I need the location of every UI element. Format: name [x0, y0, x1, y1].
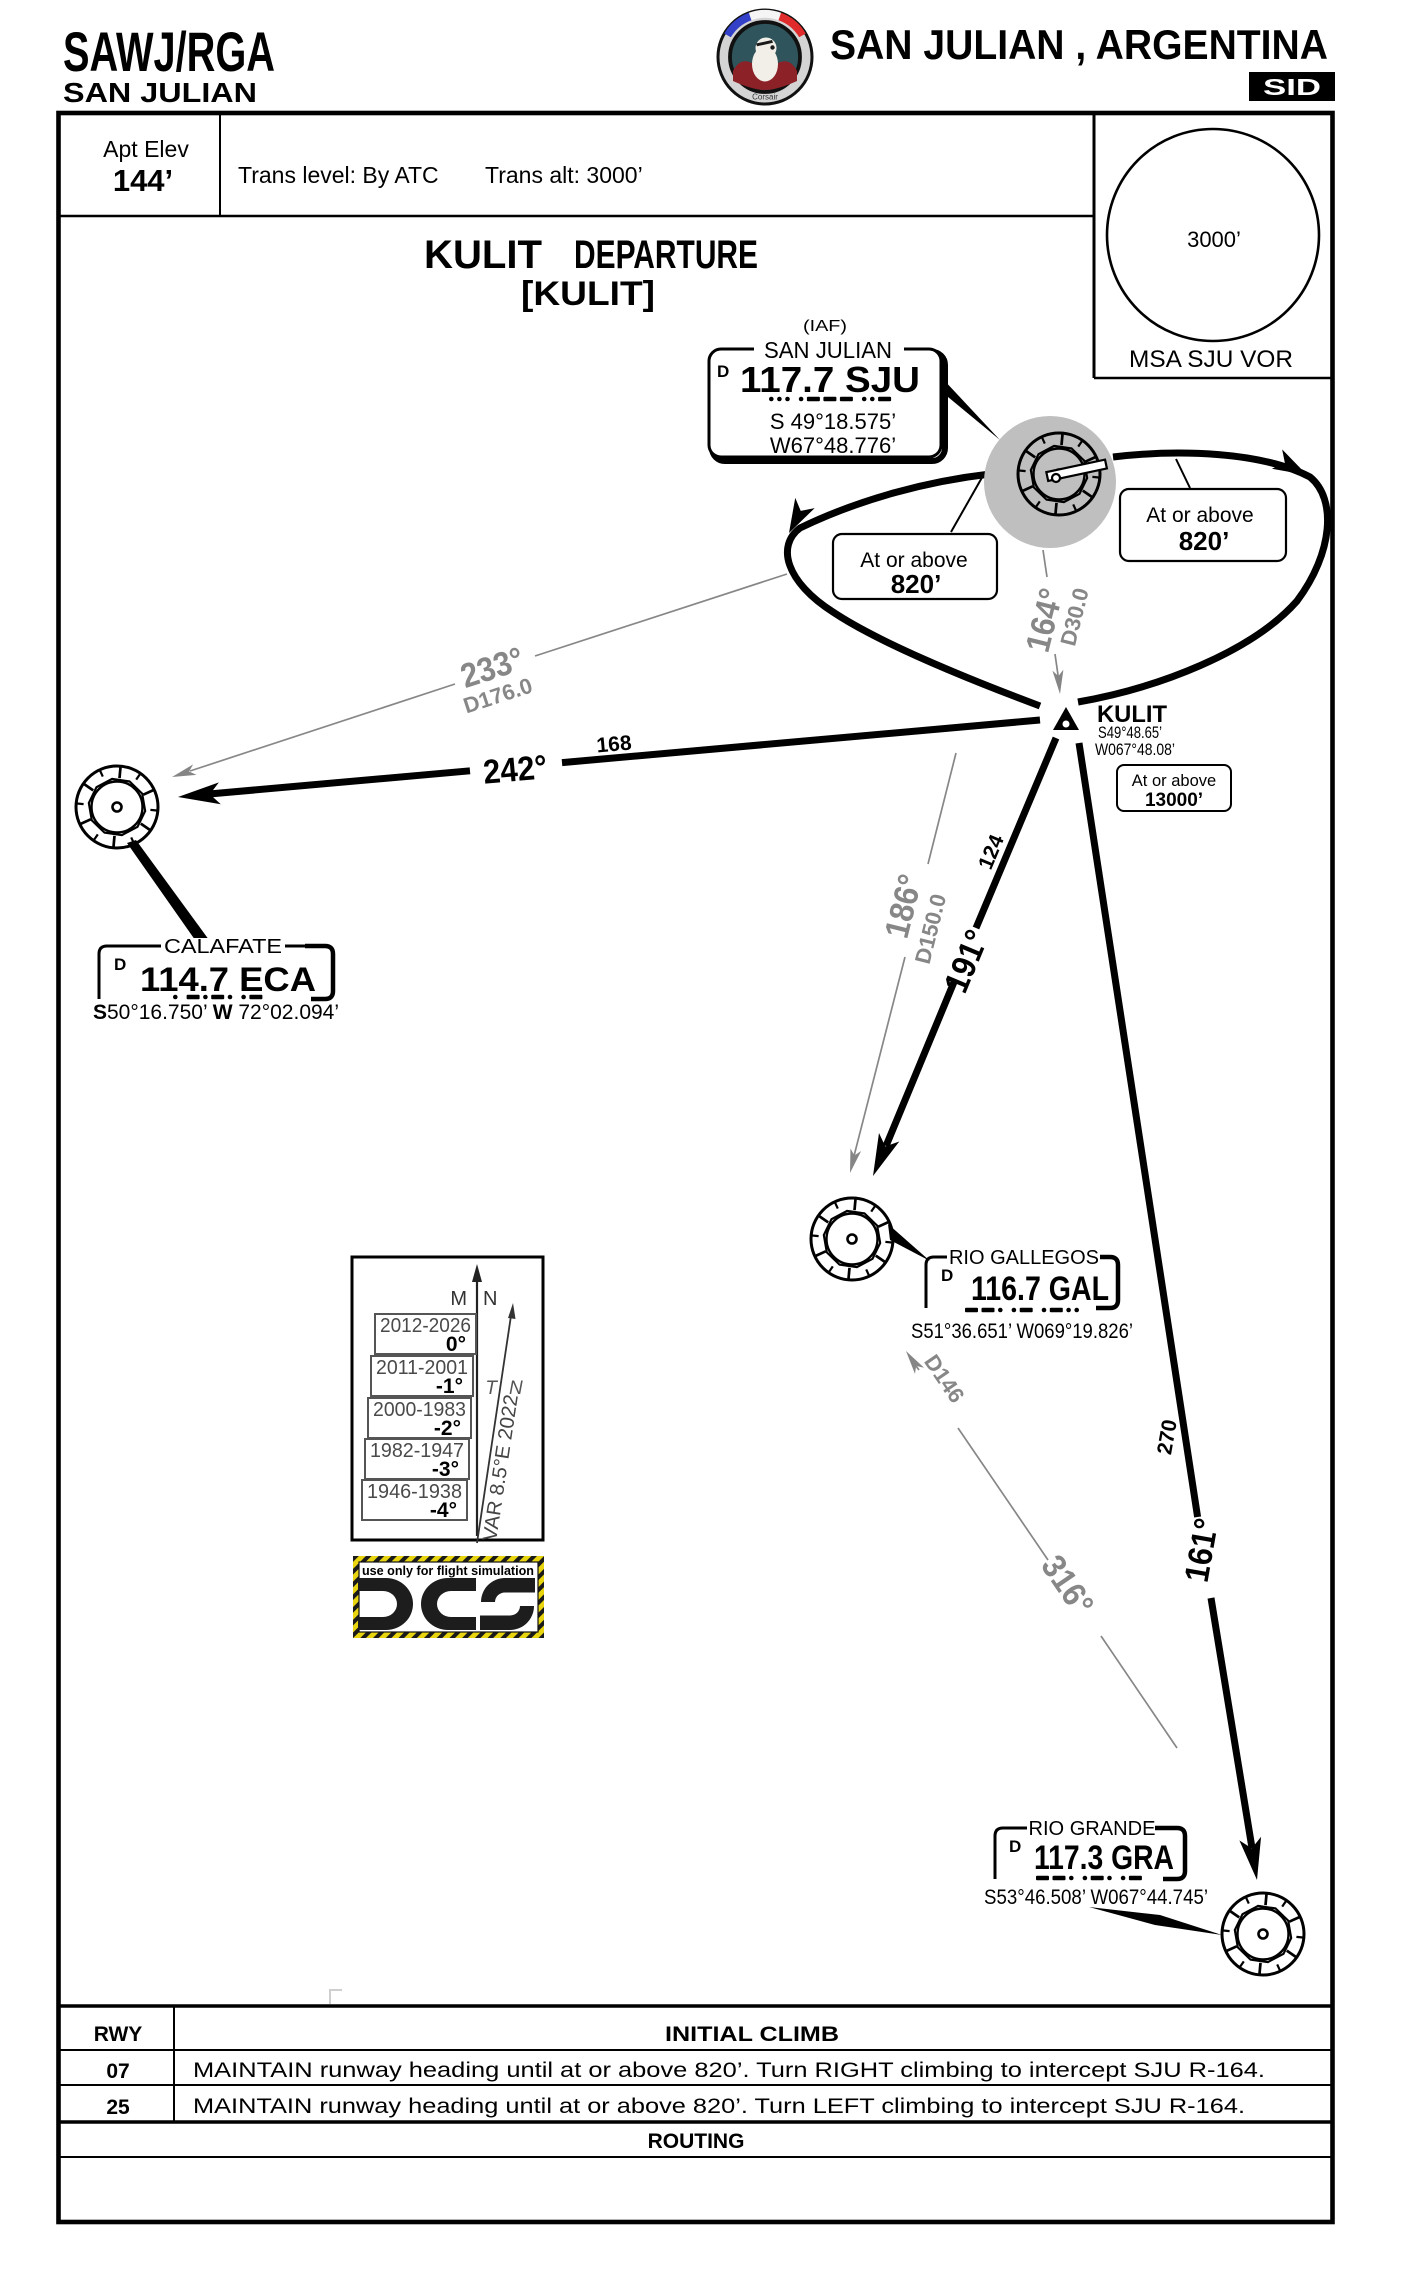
svg-text:D: D [717, 362, 729, 381]
svg-text:D146: D146 [919, 1350, 969, 1408]
svg-text:242°: 242° [482, 748, 549, 792]
svg-text:820’: 820’ [891, 569, 942, 599]
svg-text:25: 25 [106, 2096, 130, 2119]
svg-text:Trans alt: 3000’: Trans alt: 3000’ [485, 162, 643, 188]
svg-text:-4°: -4° [430, 1499, 457, 1522]
svg-text:117.7 SJU: 117.7 SJU [740, 359, 920, 400]
svg-text:SID: SID [1263, 74, 1321, 100]
svg-text:[KULIT]: [KULIT] [521, 275, 655, 313]
svg-text:07: 07 [106, 2060, 129, 2083]
svg-text:SAWJ/RGA: SAWJ/RGA [63, 20, 275, 83]
svg-text:S51°36.651’ W069°19.826’: S51°36.651’ W069°19.826’ [911, 1320, 1133, 1343]
svg-text:N: N [483, 1288, 497, 1310]
svg-text:2000-1983: 2000-1983 [373, 1399, 466, 1421]
svg-text:D: D [114, 955, 126, 974]
svg-text:RIO GRANDE: RIO GRANDE [1029, 1818, 1156, 1840]
svg-text:INITIAL CLIMB: INITIAL CLIMB [665, 2023, 839, 2046]
svg-text:3000’: 3000’ [1187, 227, 1241, 252]
svg-text:1946-1938: 1946-1938 [367, 1481, 462, 1503]
svg-text:SAN JULIAN , ARGENTINA: SAN JULIAN , ARGENTINA [830, 21, 1328, 68]
svg-text:CALAFATE: CALAFATE [164, 936, 282, 958]
svg-text:-1°: -1° [436, 1375, 463, 1398]
svg-text:-3°: -3° [432, 1458, 459, 1481]
svg-text:At or above: At or above [1146, 504, 1253, 527]
svg-text:S49°48.65’: S49°48.65’ [1098, 723, 1162, 742]
svg-text:144’: 144’ [113, 163, 173, 198]
svg-text:D: D [1009, 1837, 1021, 1856]
svg-text:S50°16.750’ W 72°02.094’: S50°16.750’ W 72°02.094’ [93, 1001, 339, 1024]
svg-text:D: D [941, 1266, 953, 1285]
svg-text:114.7 ECA: 114.7 ECA [140, 961, 316, 999]
svg-text:SAN JULIAN: SAN JULIAN [63, 77, 257, 108]
svg-text:191°: 191° [937, 925, 997, 999]
svg-text:116.7 GAL: 116.7 GAL [971, 1270, 1109, 1308]
svg-text:1982-1947: 1982-1947 [370, 1440, 464, 1462]
svg-text:RIO GALLEGOS: RIO GALLEGOS [949, 1247, 1099, 1269]
svg-text:2011-2001: 2011-2001 [376, 1357, 468, 1379]
svg-text:MAINTAIN runway heading until: MAINTAIN runway heading until at or abov… [193, 2095, 1245, 2118]
svg-text:W067°48.08’: W067°48.08’ [1095, 740, 1175, 759]
svg-text:316°: 316° [1033, 1548, 1100, 1622]
svg-text:(IAF): (IAF) [803, 318, 847, 335]
svg-text:168: 168 [596, 731, 633, 757]
svg-text:N: N [509, 1378, 523, 1399]
svg-text:MSA SJU VOR: MSA SJU VOR [1129, 346, 1293, 373]
svg-text:Trans level: By ATC: Trans level: By ATC [238, 162, 439, 188]
svg-text:ROUTING: ROUTING [648, 2130, 745, 2153]
svg-text:S53°46.508’ W067°44.745’: S53°46.508’ W067°44.745’ [984, 1886, 1208, 1909]
svg-text:820’: 820’ [1179, 526, 1230, 556]
svg-text:Apt Elev: Apt Elev [103, 136, 189, 162]
svg-text:At or above: At or above [1132, 772, 1216, 790]
svg-text:KULIT: KULIT [424, 233, 542, 277]
svg-text:W67°48.776’: W67°48.776’ [770, 433, 896, 458]
svg-text:Corsair: Corsair [752, 93, 778, 102]
svg-text:DEPARTURE: DEPARTURE [574, 233, 758, 277]
svg-text:RWY: RWY [94, 2023, 143, 2046]
svg-text:KULIT: KULIT [1097, 701, 1167, 728]
svg-text:SAN JULIAN: SAN JULIAN [764, 337, 892, 363]
svg-text:270: 270 [1153, 1418, 1182, 1457]
svg-text:13000’: 13000’ [1145, 790, 1203, 811]
svg-text:At or above: At or above [860, 549, 967, 572]
svg-text:117.3 GRA: 117.3 GRA [1034, 1839, 1174, 1877]
svg-text:S 49°18.575’: S 49°18.575’ [770, 409, 896, 434]
svg-text:-2°: -2° [434, 1417, 461, 1440]
svg-text:161°: 161° [1178, 1515, 1227, 1585]
svg-text:use only for flight simulation: use only for flight simulation [362, 1563, 534, 1578]
svg-text:2012-2026: 2012-2026 [380, 1315, 471, 1337]
svg-text:MAINTAIN runway heading until: MAINTAIN runway heading until at or abov… [193, 2059, 1265, 2082]
svg-text:T: T [485, 1378, 498, 1399]
svg-text:0°: 0° [446, 1333, 466, 1356]
svg-text:M: M [450, 1288, 467, 1310]
